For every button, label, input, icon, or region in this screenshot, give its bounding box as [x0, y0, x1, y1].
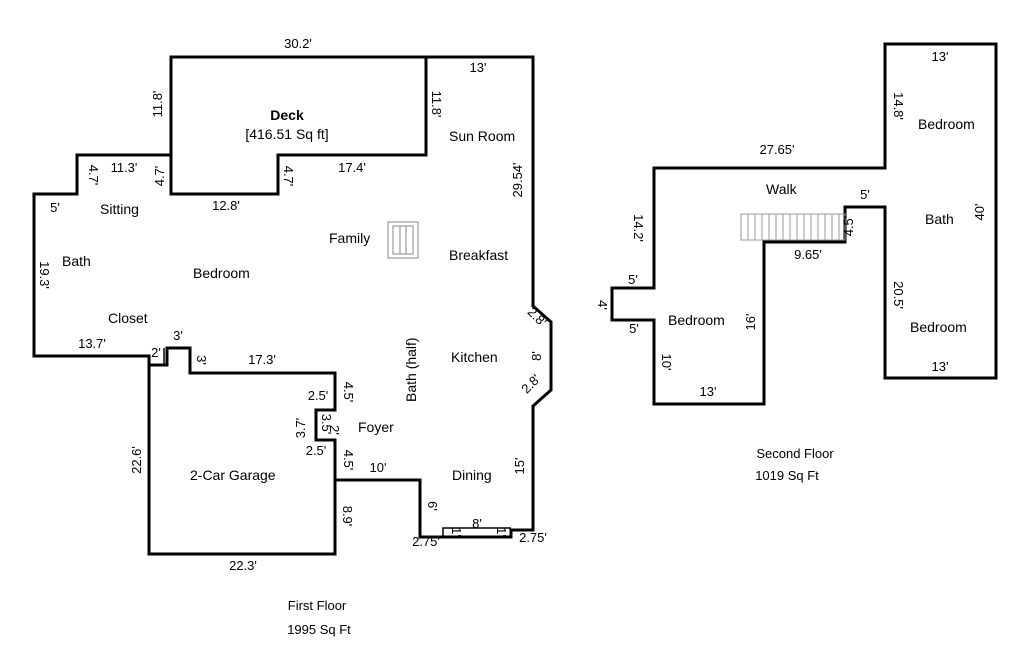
dim-label: 6' [425, 501, 440, 511]
dim-label: 5' [628, 272, 638, 287]
dim-label: 5' [860, 187, 870, 202]
room-dining: Dining [452, 467, 492, 483]
dim-label: 17.4' [338, 160, 366, 175]
deck-area: [416.51 Sq ft] [245, 126, 328, 142]
second-floor-title: Second Floor [756, 446, 834, 461]
dim-label: 29.54' [510, 162, 525, 197]
dim-label: 13.7' [78, 336, 106, 351]
second-floor-plan: Bedroom Walk Bath Bedroom Bedroom 13' 14… [595, 42, 998, 483]
dim-label: 4.7' [152, 166, 167, 187]
room-bedroom: Bedroom [193, 265, 250, 281]
dim-label: 40' [972, 204, 987, 221]
west-wing-outline [32, 153, 171, 365]
dim-label: 3' [173, 328, 183, 343]
first-floor-plan: Deck [416.51 Sq ft] Sun Room Sitting Fam… [32, 36, 553, 637]
dim-label: 14.8' [891, 92, 906, 120]
dim-label: 5' [629, 321, 639, 336]
dim-label: 12.8' [212, 198, 240, 213]
dim-label: 9.65' [794, 247, 822, 262]
room-bath: Bath [62, 253, 91, 269]
room-garage: 2-Car Garage [190, 467, 276, 483]
dim-label: 20.5' [891, 281, 906, 309]
dim-label: 13' [700, 384, 717, 399]
dim-label: 13' [932, 49, 949, 64]
dim-label: 10' [370, 460, 387, 475]
dim-label: 4.7' [281, 166, 296, 187]
dim-label: 30.2' [284, 36, 312, 51]
dim-label: 15' [512, 458, 527, 475]
dim-label: 14.2' [631, 214, 646, 242]
dim-label: 2.5' [308, 388, 329, 403]
room-bedroom-left: Bedroom [668, 312, 725, 328]
second-floor-outline [610, 42, 998, 406]
dim-label: 10' [659, 354, 674, 371]
dining-notch [442, 527, 511, 537]
dim-label: 3.7' [293, 418, 308, 439]
room-breakfast: Breakfast [449, 247, 508, 263]
first-floor-outline [147, 55, 553, 556]
dim-label: 2' [151, 345, 161, 360]
room-bath-half: Bath (half) [403, 337, 419, 402]
first-floor-area: 1995 Sq Ft [287, 622, 351, 637]
dim-label: 1' [494, 527, 509, 537]
dim-label: 2.75' [412, 534, 440, 549]
room-bath: Bath [925, 211, 954, 227]
dim-label: 4.7' [86, 165, 101, 186]
room-closet: Closet [108, 310, 148, 326]
room-sun-room: Sun Room [449, 128, 515, 144]
room-walk: Walk [766, 181, 798, 197]
room-bedroom-top: Bedroom [918, 116, 975, 132]
room-family: Family [329, 230, 370, 246]
dim-label: 8' [529, 351, 544, 361]
staircase-icon [740, 213, 846, 241]
dim-label: 4' [595, 300, 610, 310]
first-floor-title: First Floor [288, 598, 347, 613]
dim-label: 11.3' [111, 160, 138, 175]
dim-label: 2.8' [525, 304, 550, 329]
dim-label: 1' [449, 527, 464, 537]
dim-label: 3' [194, 355, 209, 365]
room-foyer: Foyer [358, 419, 394, 435]
room-bedroom-right: Bedroom [910, 319, 967, 335]
dim-label: 22.6' [129, 446, 144, 474]
dim-label: 2.8' [518, 371, 543, 396]
dim-label: 11.8' [429, 91, 444, 118]
dim-label: 19.3' [37, 261, 52, 289]
dim-label: 13' [470, 60, 487, 75]
garage-corner-step [149, 348, 165, 366]
dim-label: 2' [327, 425, 342, 435]
dim-label: 8.9' [340, 506, 355, 527]
dim-label: 16' [743, 314, 758, 331]
deck-label: Deck [270, 107, 304, 123]
dim-label: 27.65' [759, 142, 794, 157]
dim-label: 4.5' [841, 216, 856, 237]
room-sitting: Sitting [100, 201, 139, 217]
dim-label: 17.3' [248, 352, 276, 367]
dim-label: 13' [932, 359, 949, 374]
dim-label: 3.5' [319, 414, 334, 435]
fireplace-icon [387, 221, 419, 259]
dim-label: 11.8' [150, 91, 165, 118]
dim-label: 4.5' [341, 450, 356, 471]
dim-label: 2.5' [306, 443, 327, 458]
second-floor-area: 1019 Sq Ft [755, 468, 819, 483]
dim-label: 5' [50, 200, 60, 215]
dim-label: 22.3' [229, 558, 257, 573]
dim-label: 4.5' [341, 382, 356, 403]
dim-label: 2.75' [519, 530, 547, 545]
dim-label: 8' [472, 516, 482, 531]
room-kitchen: Kitchen [451, 349, 498, 365]
